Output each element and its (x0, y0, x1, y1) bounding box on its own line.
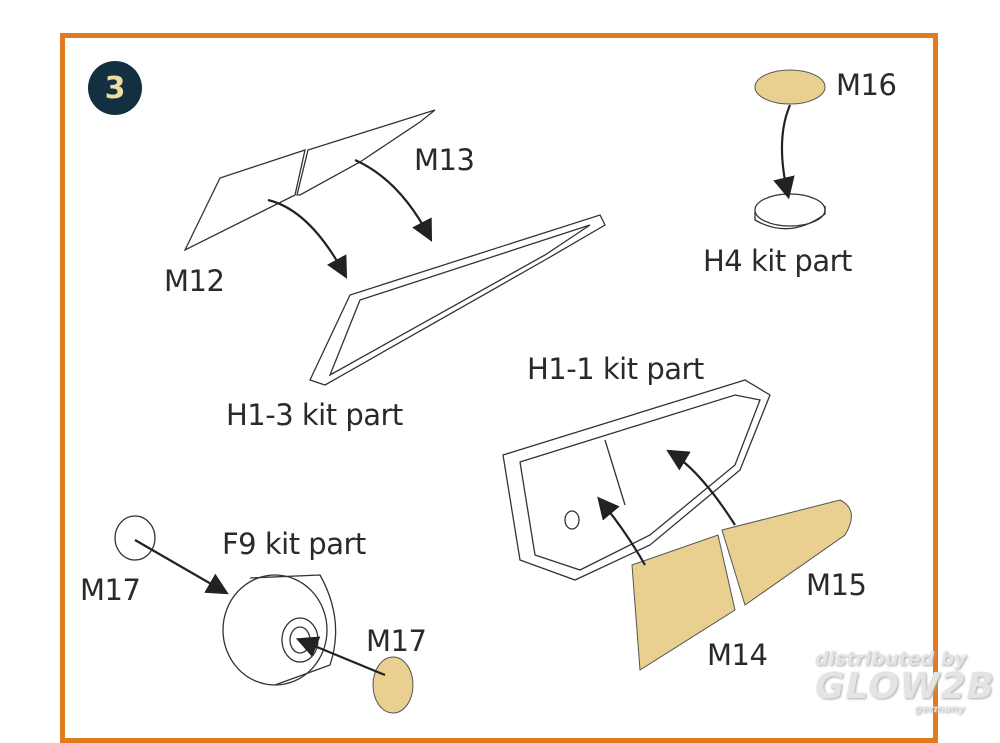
arrow-m16 (773, 104, 795, 200)
arrow-m13 (354, 158, 433, 242)
label-m17-right: M17 (366, 624, 427, 658)
m14-mask (631, 534, 736, 671)
m13-mask (296, 109, 436, 196)
watermark-line1: distributed by (815, 648, 967, 670)
h4-part-side (754, 206, 826, 230)
f9-part-side (249, 574, 337, 686)
h1-1-divider (604, 439, 626, 506)
label-h1-3: H1-3 kit part (226, 398, 403, 432)
label-m14: M14 (707, 638, 768, 672)
arrow-m17-right (295, 636, 386, 677)
h1-3-part (309, 214, 606, 386)
arrow-m12 (267, 198, 348, 279)
distributor-watermark: distributed by GLOW2B germany (815, 648, 995, 715)
label-f9: F9 kit part (222, 527, 366, 561)
label-m15: M15 (806, 568, 867, 602)
m16-mask (754, 69, 826, 105)
m15-mask (721, 499, 852, 606)
label-m16: M16 (836, 68, 897, 102)
arrow-m14 (597, 496, 646, 566)
m17-left-mask (114, 515, 156, 561)
label-m17-left: M17 (80, 573, 141, 607)
label-m12: M12 (164, 264, 225, 298)
watermark-sub: germany (915, 704, 965, 715)
m17-right-mask (372, 656, 414, 714)
watermark-brand: GLOW2B (815, 666, 996, 707)
arrow-m15 (666, 449, 736, 526)
label-h1-1: H1-1 kit part (527, 352, 704, 386)
m12-mask (183, 149, 306, 252)
h1-1-hole (564, 510, 580, 530)
label-h4: H4 kit part (703, 244, 852, 278)
label-m13: M13 (414, 143, 475, 177)
h1-1-part (502, 379, 771, 581)
step-number-badge: 3 (88, 61, 142, 115)
f9-part (222, 574, 328, 686)
arrow-m17-left (134, 539, 229, 595)
